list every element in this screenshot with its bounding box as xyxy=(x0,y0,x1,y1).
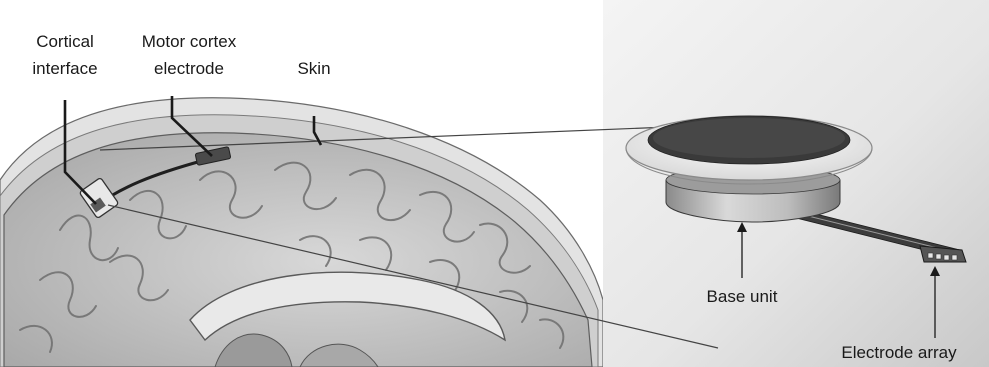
brain-illustration xyxy=(0,98,603,367)
base-unit-label: Base unit xyxy=(707,287,778,306)
cortical-interface-label-2: interface xyxy=(32,59,97,78)
electrode-array-label: Electrode array xyxy=(841,343,957,362)
motor-cortex-label-2: electrode xyxy=(154,59,224,78)
motor-cortex-label: Motor cortex xyxy=(142,32,237,51)
cortical-interface-label: Cortical xyxy=(36,32,94,51)
skin-label: Skin xyxy=(297,59,330,78)
